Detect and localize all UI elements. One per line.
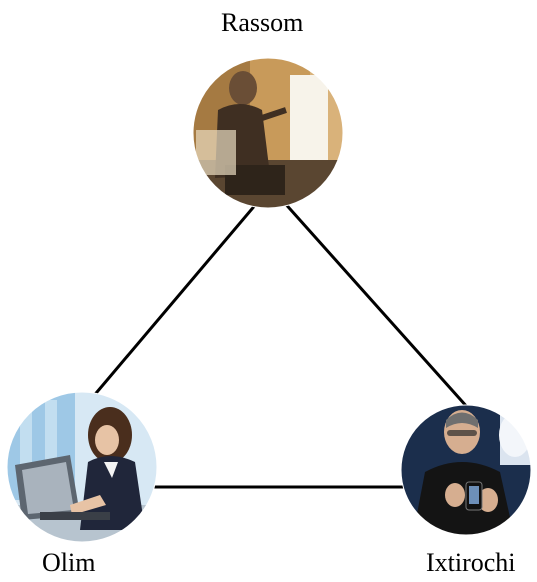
node-label-scientist: Olim bbox=[42, 548, 96, 577]
scientist-photo-ring bbox=[6, 391, 158, 543]
painter-photo-ring bbox=[192, 57, 344, 209]
inventor-photo bbox=[401, 405, 531, 535]
edge-painter-inventor bbox=[280, 198, 470, 410]
edges bbox=[84, 195, 470, 489]
inventor-photo-ring bbox=[400, 404, 532, 536]
scientist-photo bbox=[7, 392, 157, 542]
node-label-inventor: Ixtirochi bbox=[426, 548, 516, 577]
edge-painter-scientist bbox=[84, 195, 264, 407]
node-label-painter: Rassom bbox=[221, 8, 304, 37]
painter-photo bbox=[193, 58, 343, 208]
